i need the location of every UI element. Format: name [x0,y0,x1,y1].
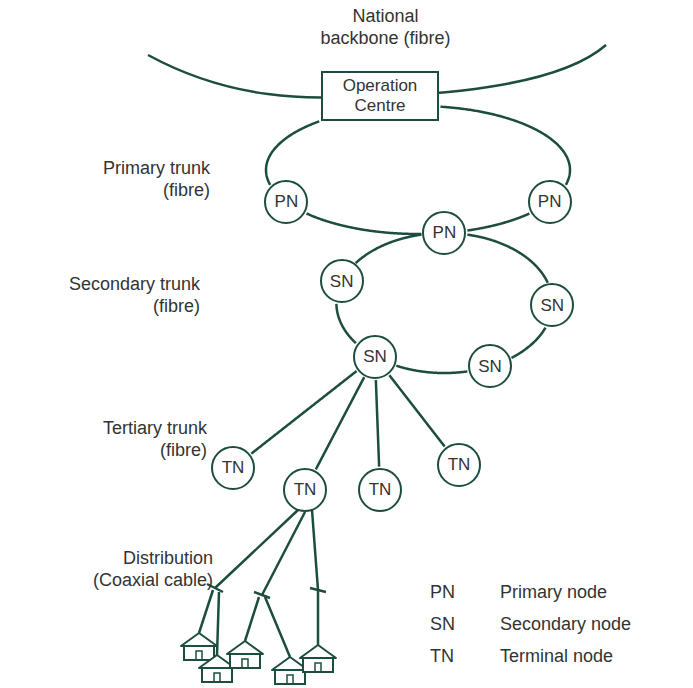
fibre-trunk [511,328,545,358]
house-wall [275,670,305,684]
node-text: PN [538,192,562,212]
label-text: TN [430,646,480,668]
house-roof [181,633,217,646]
label-text: Primary trunk (fibre) [90,158,210,201]
node-text: Operation Centre [330,76,430,115]
secondary-node: SN [353,335,397,379]
primary-node: PN [264,180,308,224]
backbone-label: National backbone (fibre) [318,6,453,49]
fibre-trunk [316,377,364,469]
legend-text: Primary node [500,582,607,604]
node-text: SN [541,296,565,316]
fibre-trunk [266,121,319,185]
drop-cable [317,591,320,645]
legend-text: Secondary node [500,614,631,636]
coax-cable [312,510,318,590]
house-roof [227,641,263,654]
house-door [214,673,220,682]
house-wall [303,658,333,672]
terminal-node: TN [283,468,327,512]
node-text: SN [363,347,387,367]
node-text: TN [222,458,245,478]
label-text: National backbone (fibre) [318,6,453,49]
house-icon [300,645,336,672]
fibre-trunk [389,375,444,446]
house-door [315,663,321,672]
coax-cable [262,512,305,595]
house-icon [181,633,217,660]
house-door [196,651,202,660]
fibre-trunk [376,380,379,467]
fibre-trunk [467,235,547,283]
secondary-node: SN [530,283,574,327]
house-wall [202,668,232,682]
primary-node: PN [422,211,466,255]
house-wall [230,654,260,668]
legend-abbreviation: TN [430,646,480,668]
operation-centre-box: Operation Centre [321,71,439,121]
node-text: TN [294,480,317,500]
label-text: Secondary trunk (fibre) [62,274,200,317]
legend-text: Terminal node [500,646,613,668]
node-text: PN [433,223,457,243]
house-wall [184,646,214,660]
fibre-trunk [440,107,570,185]
legend-entry: Secondary node [500,614,631,636]
label-text: Distribution (Coaxial cable) [83,548,213,591]
distribution-label: Distribution (Coaxial cable) [83,548,213,591]
terminal-node: TN [358,468,402,512]
node-text: SN [478,357,502,377]
trunk-label: Primary trunk (fibre) [90,158,210,201]
primary-node: PN [528,180,572,224]
legend-abbreviation: PN [430,582,480,604]
fibre-trunk [336,304,356,343]
fibre-trunk [467,214,529,231]
house-roof [300,645,336,658]
fibre-trunk [307,214,422,234]
terminal-node: TN [437,443,481,487]
label-text: PN [430,582,480,604]
house-door [287,675,293,684]
legend-entry: Primary node [500,582,607,604]
coax-tap [207,584,326,598]
fibre-trunk [251,371,356,454]
node-text: SN [330,272,354,292]
fibre-trunk [396,366,467,373]
secondary-node: SN [468,344,512,388]
trunk-label: Tertiary trunk (fibre) [82,418,207,461]
secondary-node: SN [320,259,364,303]
node-text: PN [275,192,299,212]
terminal-node: TN [211,446,255,490]
label-text: SN [430,614,480,636]
fibre-trunk [356,235,422,263]
trunk-label: Secondary trunk (fibre) [62,274,200,317]
legend-entry: Terminal node [500,646,613,668]
node-text: TN [369,480,392,500]
houses [181,633,336,684]
label-text: Tertiary trunk (fibre) [82,418,207,461]
house-icon [227,641,263,668]
house-door [242,659,248,668]
coaxial-cables [199,510,326,657]
node-text: TN [448,455,471,475]
legend-abbreviation: SN [430,614,480,636]
